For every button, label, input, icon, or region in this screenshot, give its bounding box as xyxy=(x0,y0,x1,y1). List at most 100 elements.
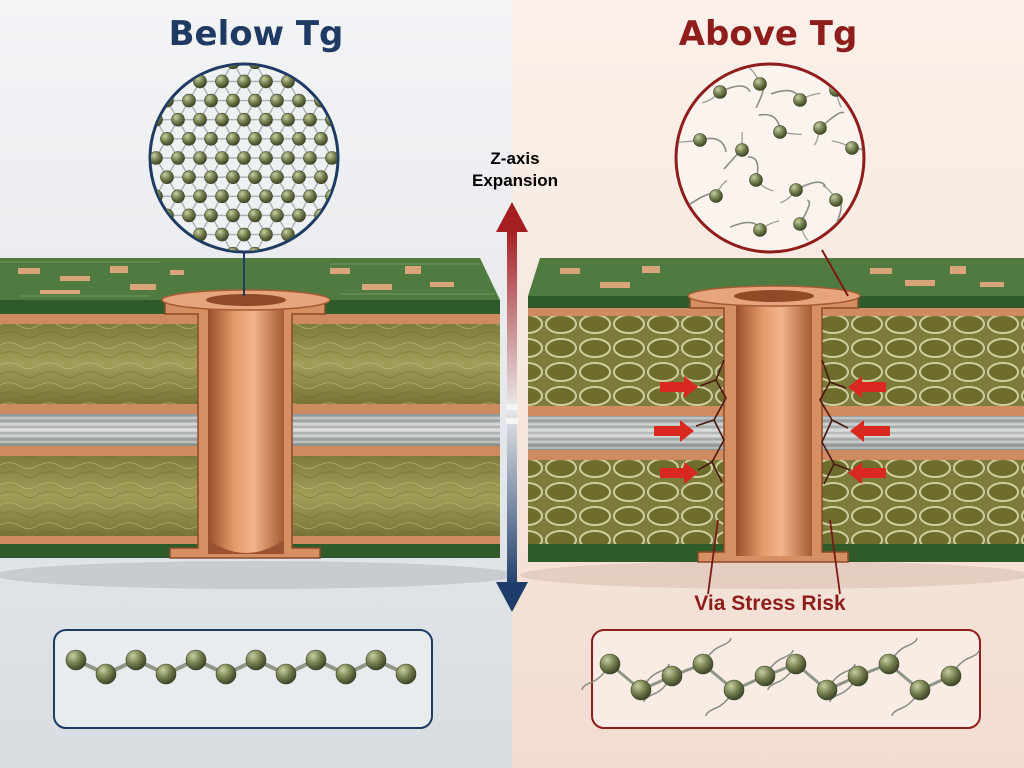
stress-arrows xyxy=(654,376,890,484)
monomer-bead xyxy=(182,170,196,184)
stress-arrow-left-3 xyxy=(660,462,698,484)
stress-arrow-left-2 xyxy=(654,420,694,442)
monomer-bead xyxy=(259,189,273,204)
monomer-bead xyxy=(226,208,240,223)
monomer-bead xyxy=(281,112,295,127)
right-zoom-leader xyxy=(821,249,849,297)
chain-bead xyxy=(65,649,87,671)
left-rigid-polymer-chain xyxy=(65,649,417,685)
chain-bead xyxy=(215,663,237,685)
monomer-bead xyxy=(259,74,273,89)
monomer-bead xyxy=(773,125,787,139)
monomer-bead xyxy=(160,132,174,146)
monomer-bead xyxy=(248,132,262,146)
monomer-bead xyxy=(270,208,284,223)
monomer-bead xyxy=(237,189,251,204)
monomer-bead xyxy=(292,93,306,108)
monomer-bead xyxy=(182,93,196,108)
chain-bead xyxy=(878,653,900,675)
monomer-bead xyxy=(713,85,727,99)
monomer-bead xyxy=(151,151,163,165)
monomer-bead xyxy=(693,133,707,147)
z-axis-arrowhead-down xyxy=(496,582,528,612)
mobile-chain-network xyxy=(678,66,863,242)
monomer-bead xyxy=(749,173,763,187)
chain-bead xyxy=(630,679,652,701)
right-pcb-surface-pads xyxy=(560,266,1004,288)
monomer-bead xyxy=(303,151,317,165)
monomer-bead xyxy=(813,121,827,135)
monomer-bead xyxy=(226,132,240,146)
right-mobile-polymer-chain xyxy=(581,637,980,717)
left-via-hole xyxy=(208,306,284,554)
z-axis-arrow xyxy=(496,202,528,612)
monomer-bead xyxy=(182,132,196,146)
left-via-top-opening xyxy=(206,294,286,306)
via-stress-risk-label: Via Stress Risk xyxy=(694,592,846,615)
monomer-bead xyxy=(215,227,229,242)
monomer-bead xyxy=(845,141,859,155)
chain-bead xyxy=(692,653,714,675)
monomer-bead xyxy=(259,151,273,165)
chain-bead xyxy=(847,665,869,687)
right-via-top-opening xyxy=(734,290,814,302)
monomer-bead xyxy=(270,93,284,108)
left-board-shadow xyxy=(0,561,515,589)
monomer-bead xyxy=(171,112,185,127)
monomer-bead xyxy=(281,151,295,165)
monomer-bead xyxy=(215,74,229,89)
monomer-bead xyxy=(292,208,306,223)
stress-arrow-right-2 xyxy=(850,420,890,442)
monomer-bead xyxy=(237,112,251,127)
monomer-bead xyxy=(204,208,218,223)
monomer-bead xyxy=(215,112,229,127)
right-magnifier-circle xyxy=(674,62,866,254)
monomer-bead xyxy=(193,112,207,127)
monomer-bead xyxy=(193,189,207,204)
risk-leader-left xyxy=(707,519,719,595)
chain-bead xyxy=(909,679,931,701)
stress-arrow-right-1 xyxy=(848,376,886,398)
z-axis-arrowhead-up xyxy=(496,202,528,232)
monomer-bead xyxy=(325,151,337,165)
right-board-shadow xyxy=(520,561,1024,589)
monomer-bead xyxy=(259,227,273,242)
chain-bead xyxy=(661,665,683,687)
monomer-bead xyxy=(292,170,306,184)
monomer-bead xyxy=(281,189,295,204)
monomer-bead xyxy=(237,151,251,165)
chain-bead xyxy=(816,679,838,701)
chain-bead xyxy=(335,663,357,685)
monomer-bead xyxy=(829,193,843,207)
chain-bead xyxy=(305,649,327,671)
right-pcb-cross-section xyxy=(528,258,1024,595)
monomer-bead xyxy=(193,151,207,165)
monomer-bead xyxy=(215,151,229,165)
chain-bead xyxy=(723,679,745,701)
right-chain-panel xyxy=(591,629,981,729)
monomer-bead xyxy=(259,112,273,127)
monomer-bead xyxy=(753,77,767,91)
monomer-bead xyxy=(160,170,174,184)
chain-bead xyxy=(754,665,776,687)
monomer-bead xyxy=(303,112,317,127)
monomer-bead xyxy=(248,170,262,184)
chain-bead xyxy=(95,663,117,685)
left-pcb-surface-pads xyxy=(18,266,454,294)
chain-bead xyxy=(155,663,177,685)
via-crack-marks xyxy=(695,359,851,485)
z-axis-label-line2: Expansion xyxy=(472,171,558,190)
chain-bead xyxy=(245,649,267,671)
monomer-bead xyxy=(292,132,306,146)
monomer-bead xyxy=(753,223,767,237)
monomer-bead xyxy=(314,170,328,184)
monomer-bead xyxy=(314,132,328,146)
risk-leader-right xyxy=(829,519,841,595)
monomer-bead xyxy=(270,132,284,146)
left-chain-panel xyxy=(53,629,433,729)
monomer-bead xyxy=(237,227,251,242)
z-axis-label-line1: Z-axis xyxy=(490,149,540,168)
chain-bead xyxy=(185,649,207,671)
monomer-bead xyxy=(171,151,185,165)
